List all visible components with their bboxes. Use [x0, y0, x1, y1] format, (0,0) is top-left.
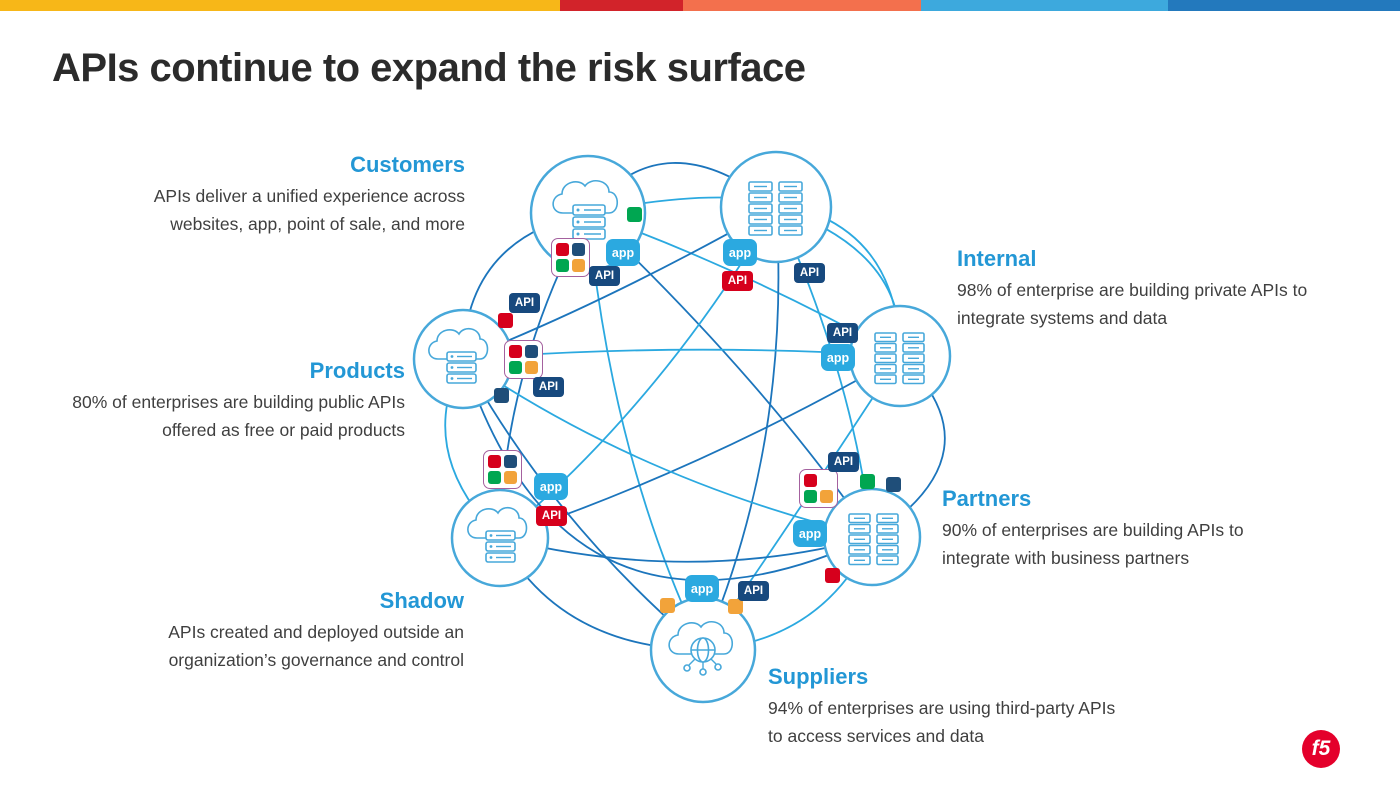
- section-body-products: 80% of enterprises are building public A…: [72, 392, 405, 440]
- api-badge: API: [509, 293, 540, 313]
- service-square-group: [551, 238, 590, 277]
- service-square-group: [504, 340, 543, 379]
- green-service-square: [556, 259, 569, 272]
- section-products: Products 80% of enterprises are building…: [5, 358, 405, 444]
- section-heading-shadow: Shadow: [379, 588, 464, 613]
- api-badge-red: API: [722, 271, 753, 291]
- navy-service-square: [572, 243, 585, 256]
- server-racks-icon: [848, 513, 899, 566]
- empty-square-slot: [820, 474, 833, 487]
- f5-logo: f5: [1302, 730, 1340, 768]
- section-customers: Customers APIs deliver a unified experie…: [85, 152, 465, 238]
- section-body-shadow: APIs created and deployed outside an org…: [168, 622, 464, 670]
- section-body-customers: APIs deliver a unified experience across…: [153, 186, 465, 234]
- orange-service-square: [728, 599, 743, 614]
- green-service-square: [627, 207, 642, 222]
- brand-bar-segment-sky: [921, 0, 1168, 11]
- app-badge: app: [685, 575, 719, 602]
- navy-service-square: [504, 455, 517, 468]
- section-heading-partners: Partners: [942, 486, 1032, 511]
- section-partners: Partners 90% of enterprises are building…: [942, 486, 1362, 572]
- orange-service-square: [525, 361, 538, 374]
- green-service-square: [804, 490, 817, 503]
- section-body-partners: 90% of enterprises are building APIs to …: [942, 520, 1244, 568]
- brand-color-bar: [0, 0, 1400, 11]
- section-shadow: Shadow APIs created and deployed outside…: [84, 588, 464, 674]
- red-service-square: [825, 568, 840, 583]
- brand-bar-segment-coral: [683, 0, 921, 11]
- section-heading-suppliers: Suppliers: [768, 664, 869, 689]
- red-service-square: [488, 455, 501, 468]
- server-racks-icon: [874, 332, 925, 385]
- app-badge: app: [534, 473, 568, 500]
- red-service-square: [804, 474, 817, 487]
- cloud-server-icon: [552, 179, 619, 240]
- slide-title: APIs continue to expand the risk surface: [52, 46, 806, 90]
- section-suppliers: Suppliers 94% of enterprises are using t…: [768, 664, 1198, 750]
- api-badge: API: [533, 377, 564, 397]
- api-badge: API: [738, 581, 769, 601]
- navy-service-square: [494, 388, 509, 403]
- section-internal: Internal 98% of enterprise are building …: [957, 246, 1387, 332]
- orange-service-square: [660, 598, 675, 613]
- section-heading-internal: Internal: [957, 246, 1037, 271]
- navy-service-square: [525, 345, 538, 358]
- server-racks-icon: [748, 181, 803, 236]
- navy-service-square: [886, 477, 901, 492]
- service-square-group: [799, 469, 838, 508]
- brand-bar-segment-yellow: [0, 0, 560, 11]
- orange-service-square: [820, 490, 833, 503]
- cloud-globe-icon: [668, 620, 734, 676]
- app-badge: app: [723, 239, 757, 266]
- green-service-square: [488, 471, 501, 484]
- service-square-group: [483, 450, 522, 489]
- app-badge: app: [793, 520, 827, 547]
- orange-service-square: [572, 259, 585, 272]
- cloud-server-icon: [467, 506, 528, 563]
- node-circles: [412, 150, 952, 704]
- section-heading-customers: Customers: [350, 152, 465, 177]
- red-service-square: [509, 345, 522, 358]
- green-service-square: [509, 361, 522, 374]
- section-body-suppliers: 94% of enterprises are using third-party…: [768, 698, 1116, 746]
- orange-service-square: [504, 471, 517, 484]
- red-service-square: [498, 313, 513, 328]
- brand-bar-segment-blue: [1168, 0, 1400, 11]
- app-badge: app: [606, 239, 640, 266]
- section-heading-products: Products: [309, 358, 405, 383]
- section-body-internal: 98% of enterprise are building private A…: [957, 280, 1308, 328]
- api-badge: API: [794, 263, 825, 283]
- cloud-server-icon: [428, 327, 489, 384]
- red-service-square: [556, 243, 569, 256]
- api-badge-red: API: [536, 506, 567, 526]
- app-badge: app: [821, 344, 855, 371]
- api-badge: API: [828, 452, 859, 472]
- node-circle-internal: [848, 304, 952, 408]
- green-service-square: [860, 474, 875, 489]
- api-badge: API: [589, 266, 620, 286]
- api-badge: API: [827, 323, 858, 343]
- brand-bar-segment-red: [560, 0, 683, 11]
